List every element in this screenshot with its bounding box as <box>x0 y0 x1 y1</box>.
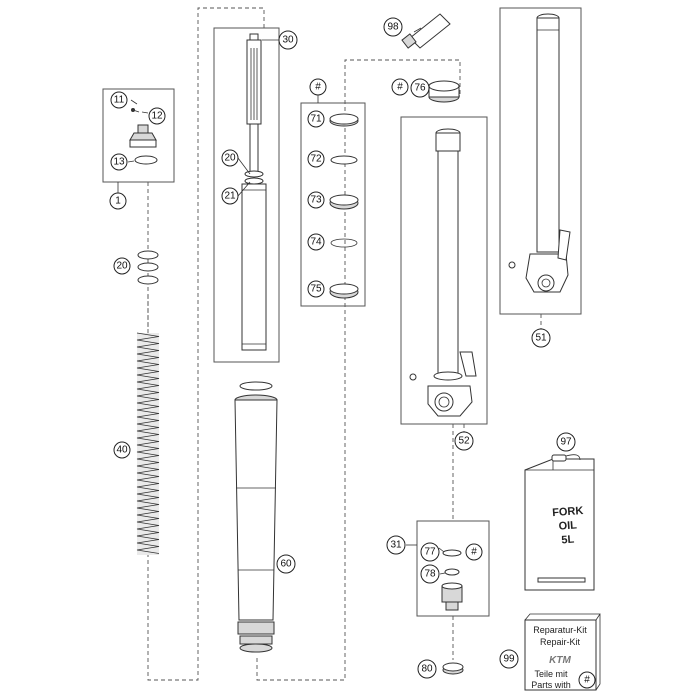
drain-washer-part <box>442 662 464 675</box>
repair-kit-label-line2: Repair-Kit <box>540 637 581 647</box>
callout-73: 73 <box>310 195 322 206</box>
callout-99: 99 <box>503 654 515 665</box>
oil-can-label-line3: 5L <box>561 534 575 547</box>
callout-11: 11 <box>114 95 125 106</box>
callout-circle-73 <box>307 191 325 209</box>
callout-circle-76 <box>410 78 430 98</box>
callout-hash3: # <box>471 547 477 558</box>
callout-hash4: # <box>584 675 590 686</box>
repair-kit-label-line1: Reparatur-Kit <box>533 625 587 635</box>
callout-71: 71 <box>310 114 322 125</box>
callout-circle-75 <box>307 280 325 298</box>
cartridge-cap-part <box>129 108 158 165</box>
callout-circle-31 <box>386 535 406 555</box>
callout-circle-74 <box>307 233 325 251</box>
cartridge-cap-group-box <box>102 88 175 183</box>
seal-kit-group-box <box>300 102 366 307</box>
callout-hash2: # <box>397 82 403 93</box>
leader-line-seal-kit <box>256 59 461 681</box>
callout-21: 21 <box>224 191 236 202</box>
callout-circle-30 <box>278 30 298 50</box>
oil-can-label-line2: OIL <box>558 519 577 532</box>
callout-1: 1 <box>115 196 121 207</box>
callout-circle-hash3 <box>465 543 483 561</box>
callout-circle-72 <box>307 150 325 168</box>
callout-77: 77 <box>424 547 436 558</box>
outer-tube-group-box <box>400 116 488 425</box>
callout-97: 97 <box>560 437 572 448</box>
outer-fork-tube-part <box>234 381 278 653</box>
callout-78: 78 <box>424 569 436 580</box>
callout-51: 51 <box>535 333 547 344</box>
callout-circle-52 <box>454 431 474 451</box>
repair-kit-brand-logo: KTM <box>549 655 571 666</box>
callout-20a: 20 <box>116 261 128 272</box>
callout-52: 52 <box>458 436 470 447</box>
callout-circle-21 <box>221 187 239 205</box>
fork-oil-can: FORK OIL 5L <box>524 454 595 591</box>
callout-76: 76 <box>414 83 426 94</box>
callout-circle-20b <box>221 149 239 167</box>
callout-circle-99 <box>499 649 519 669</box>
callout-circle-40 <box>113 441 131 459</box>
callout-98: 98 <box>387 22 399 33</box>
callout-circle-60 <box>276 554 296 574</box>
washer-stack-part <box>137 250 159 285</box>
repair-kit-label-line3: Teile mit <box>534 669 568 679</box>
callout-circle-hash4 <box>578 671 596 689</box>
callout-hash1: # <box>315 82 321 93</box>
callout-circle-13 <box>110 153 128 171</box>
callout-13: 13 <box>113 157 125 168</box>
fork-leg-assembly-part <box>508 13 571 293</box>
seal-kit-parts <box>329 113 359 299</box>
callout-circle-71 <box>307 110 325 128</box>
callout-31: 31 <box>390 540 402 551</box>
callout-12: 12 <box>151 111 163 122</box>
repair-kit-box: Reparatur-Kit Repair-Kit KTM Teile mit P… <box>524 613 601 691</box>
callout-circle-51 <box>531 328 551 348</box>
callout-circle-98 <box>383 17 403 37</box>
callout-30: 30 <box>282 35 294 46</box>
bushing-part <box>428 80 460 103</box>
fork-leg-group-box <box>499 7 582 315</box>
callout-circle-20a <box>113 257 131 275</box>
cartridge-tube-part <box>241 33 267 351</box>
callout-circle-78 <box>420 564 440 584</box>
callout-markers: 11 12 13 1 20 40 30 20 21 60 # 71 72 73 … <box>109 17 576 679</box>
callout-circle-11 <box>110 91 128 109</box>
callout-leaders <box>127 27 446 575</box>
repair-kit-label-line4: Parts with <box>531 680 571 690</box>
callout-40: 40 <box>116 445 128 456</box>
inner-tube-group-box <box>213 27 280 363</box>
callout-circle-77 <box>420 542 440 562</box>
fork-spring-part <box>136 332 160 555</box>
callout-60: 60 <box>280 559 292 570</box>
oil-can-label-line1: FORK <box>552 505 584 519</box>
callout-74: 74 <box>310 237 322 248</box>
callout-circle-80 <box>417 659 437 679</box>
grease-tube-part <box>401 13 451 49</box>
lower-leg-part <box>409 128 477 417</box>
callout-20b: 20 <box>224 153 236 164</box>
callout-circle-hash2 <box>391 78 409 96</box>
bottom-valve-parts <box>441 549 463 611</box>
leader-line-left-loop <box>147 7 265 681</box>
callout-circle-12 <box>148 107 166 125</box>
callout-72: 72 <box>310 154 322 165</box>
callout-circle-97 <box>556 432 576 452</box>
callout-75: 75 <box>310 284 322 295</box>
callout-80: 80 <box>421 664 433 675</box>
